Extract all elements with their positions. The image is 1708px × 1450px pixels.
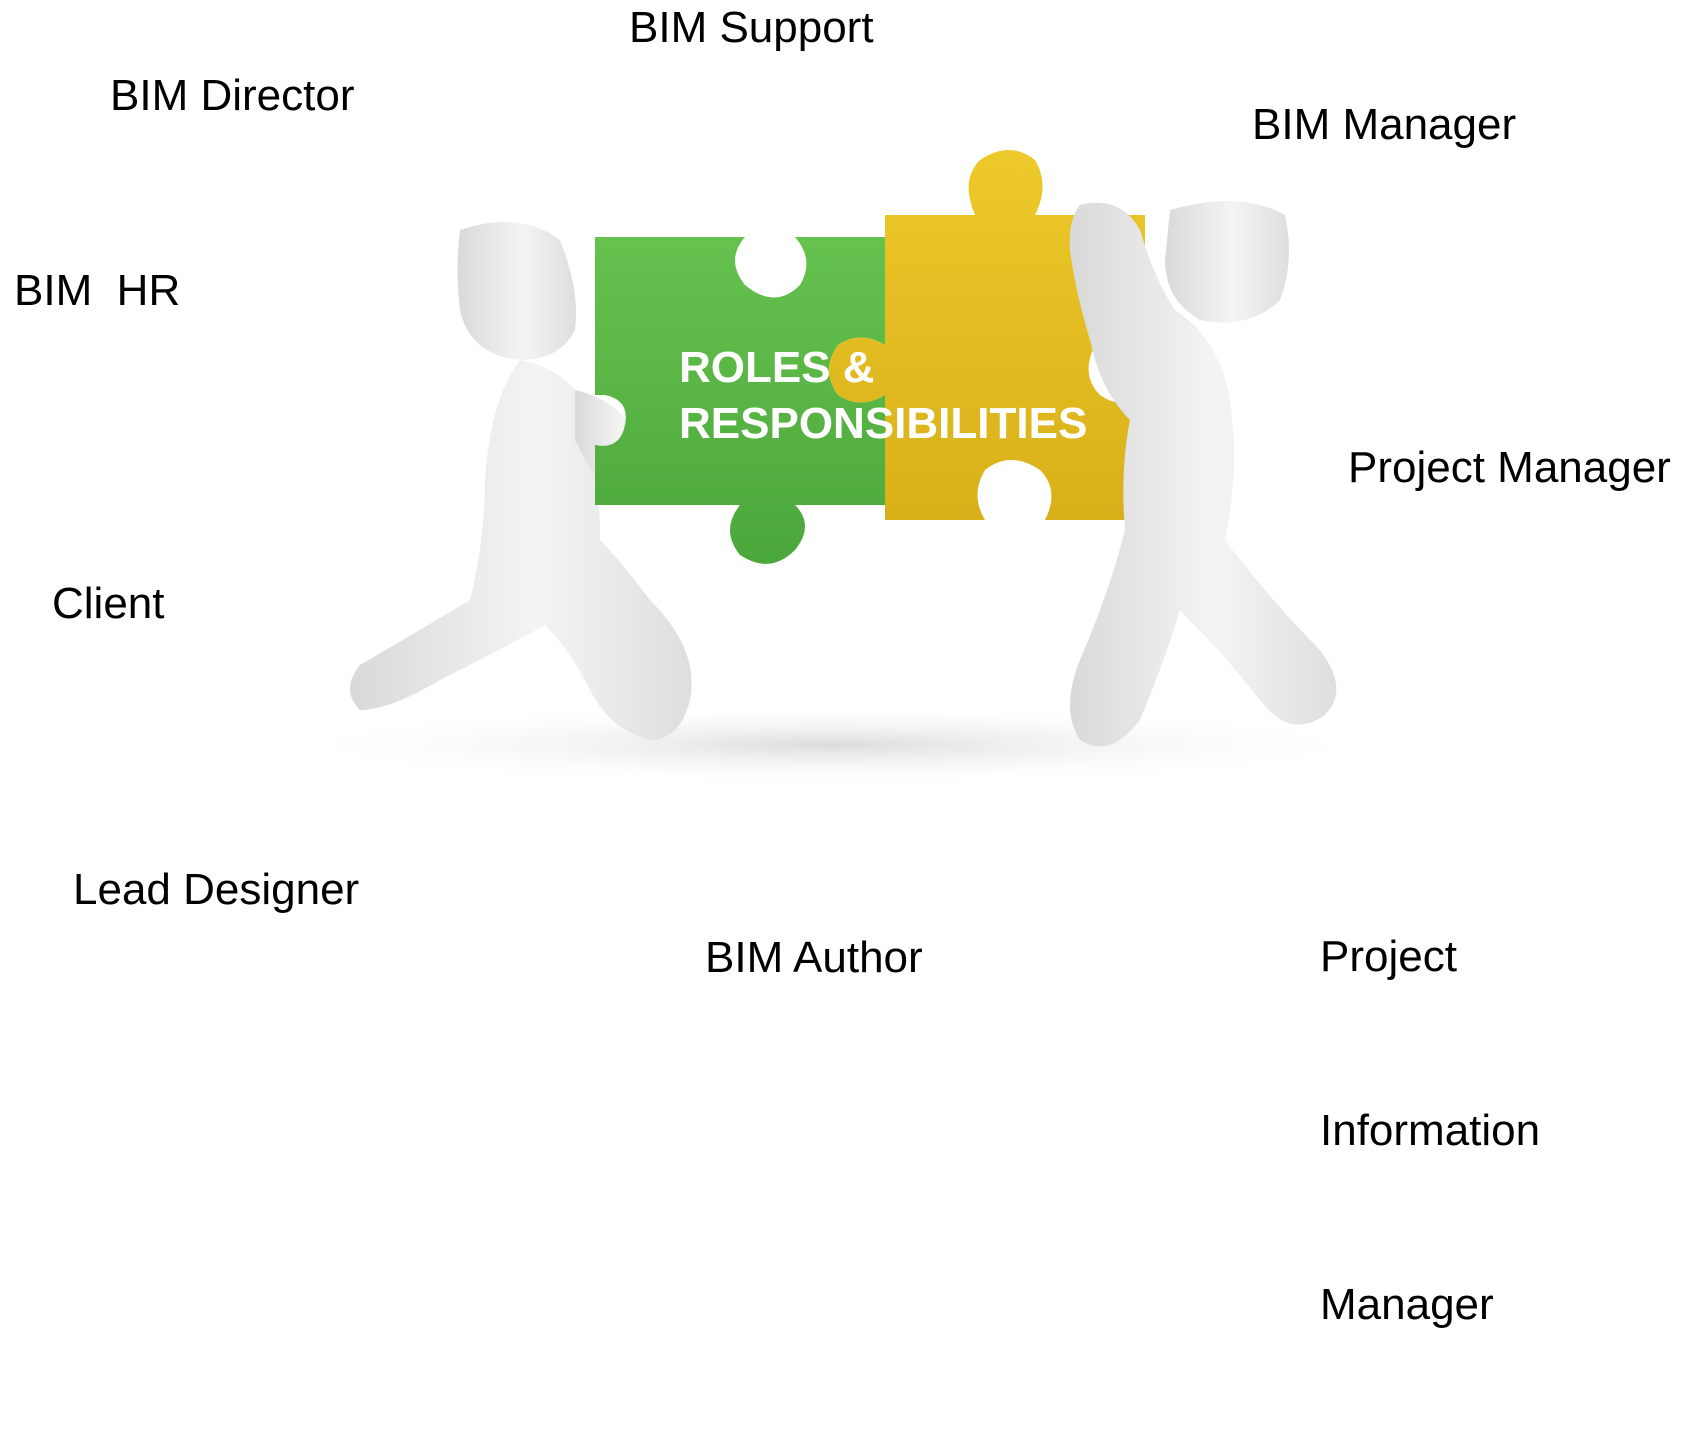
role-bim-hr: BIM HR bbox=[14, 266, 181, 315]
pim-line1: Project bbox=[1320, 932, 1457, 981]
role-bim-author: BIM Author bbox=[705, 933, 923, 982]
green-puzzle-icon bbox=[595, 237, 885, 564]
role-project-manager: Project Manager bbox=[1348, 443, 1671, 492]
yellow-puzzle-icon bbox=[829, 150, 1145, 520]
center-title-line2: RESPONSIBILITIES bbox=[679, 399, 1088, 448]
pim-line2: Information bbox=[1320, 1106, 1541, 1155]
pim-line3: Manager bbox=[1320, 1280, 1494, 1329]
center-title: ROLES & RESPONSIBILITIES bbox=[679, 340, 1139, 452]
puzzle-illustration bbox=[270, 150, 1390, 787]
role-lead-designer: Lead Designer bbox=[73, 865, 360, 914]
role-client: Client bbox=[52, 579, 165, 628]
role-project-information-manager: Project Information Manager bbox=[1320, 812, 1540, 1450]
right-figure-icon bbox=[1069, 201, 1337, 747]
role-bim-support: BIM Support bbox=[629, 3, 874, 52]
ground-shadow bbox=[270, 703, 1390, 787]
role-bim-director: BIM Director bbox=[110, 71, 355, 120]
roles-diagram: ROLES & RESPONSIBILITIES BIM Support BIM… bbox=[14, 3, 1671, 1329]
center-title-line1: ROLES & bbox=[679, 343, 875, 392]
role-bim-manager: BIM Manager bbox=[1252, 100, 1517, 149]
